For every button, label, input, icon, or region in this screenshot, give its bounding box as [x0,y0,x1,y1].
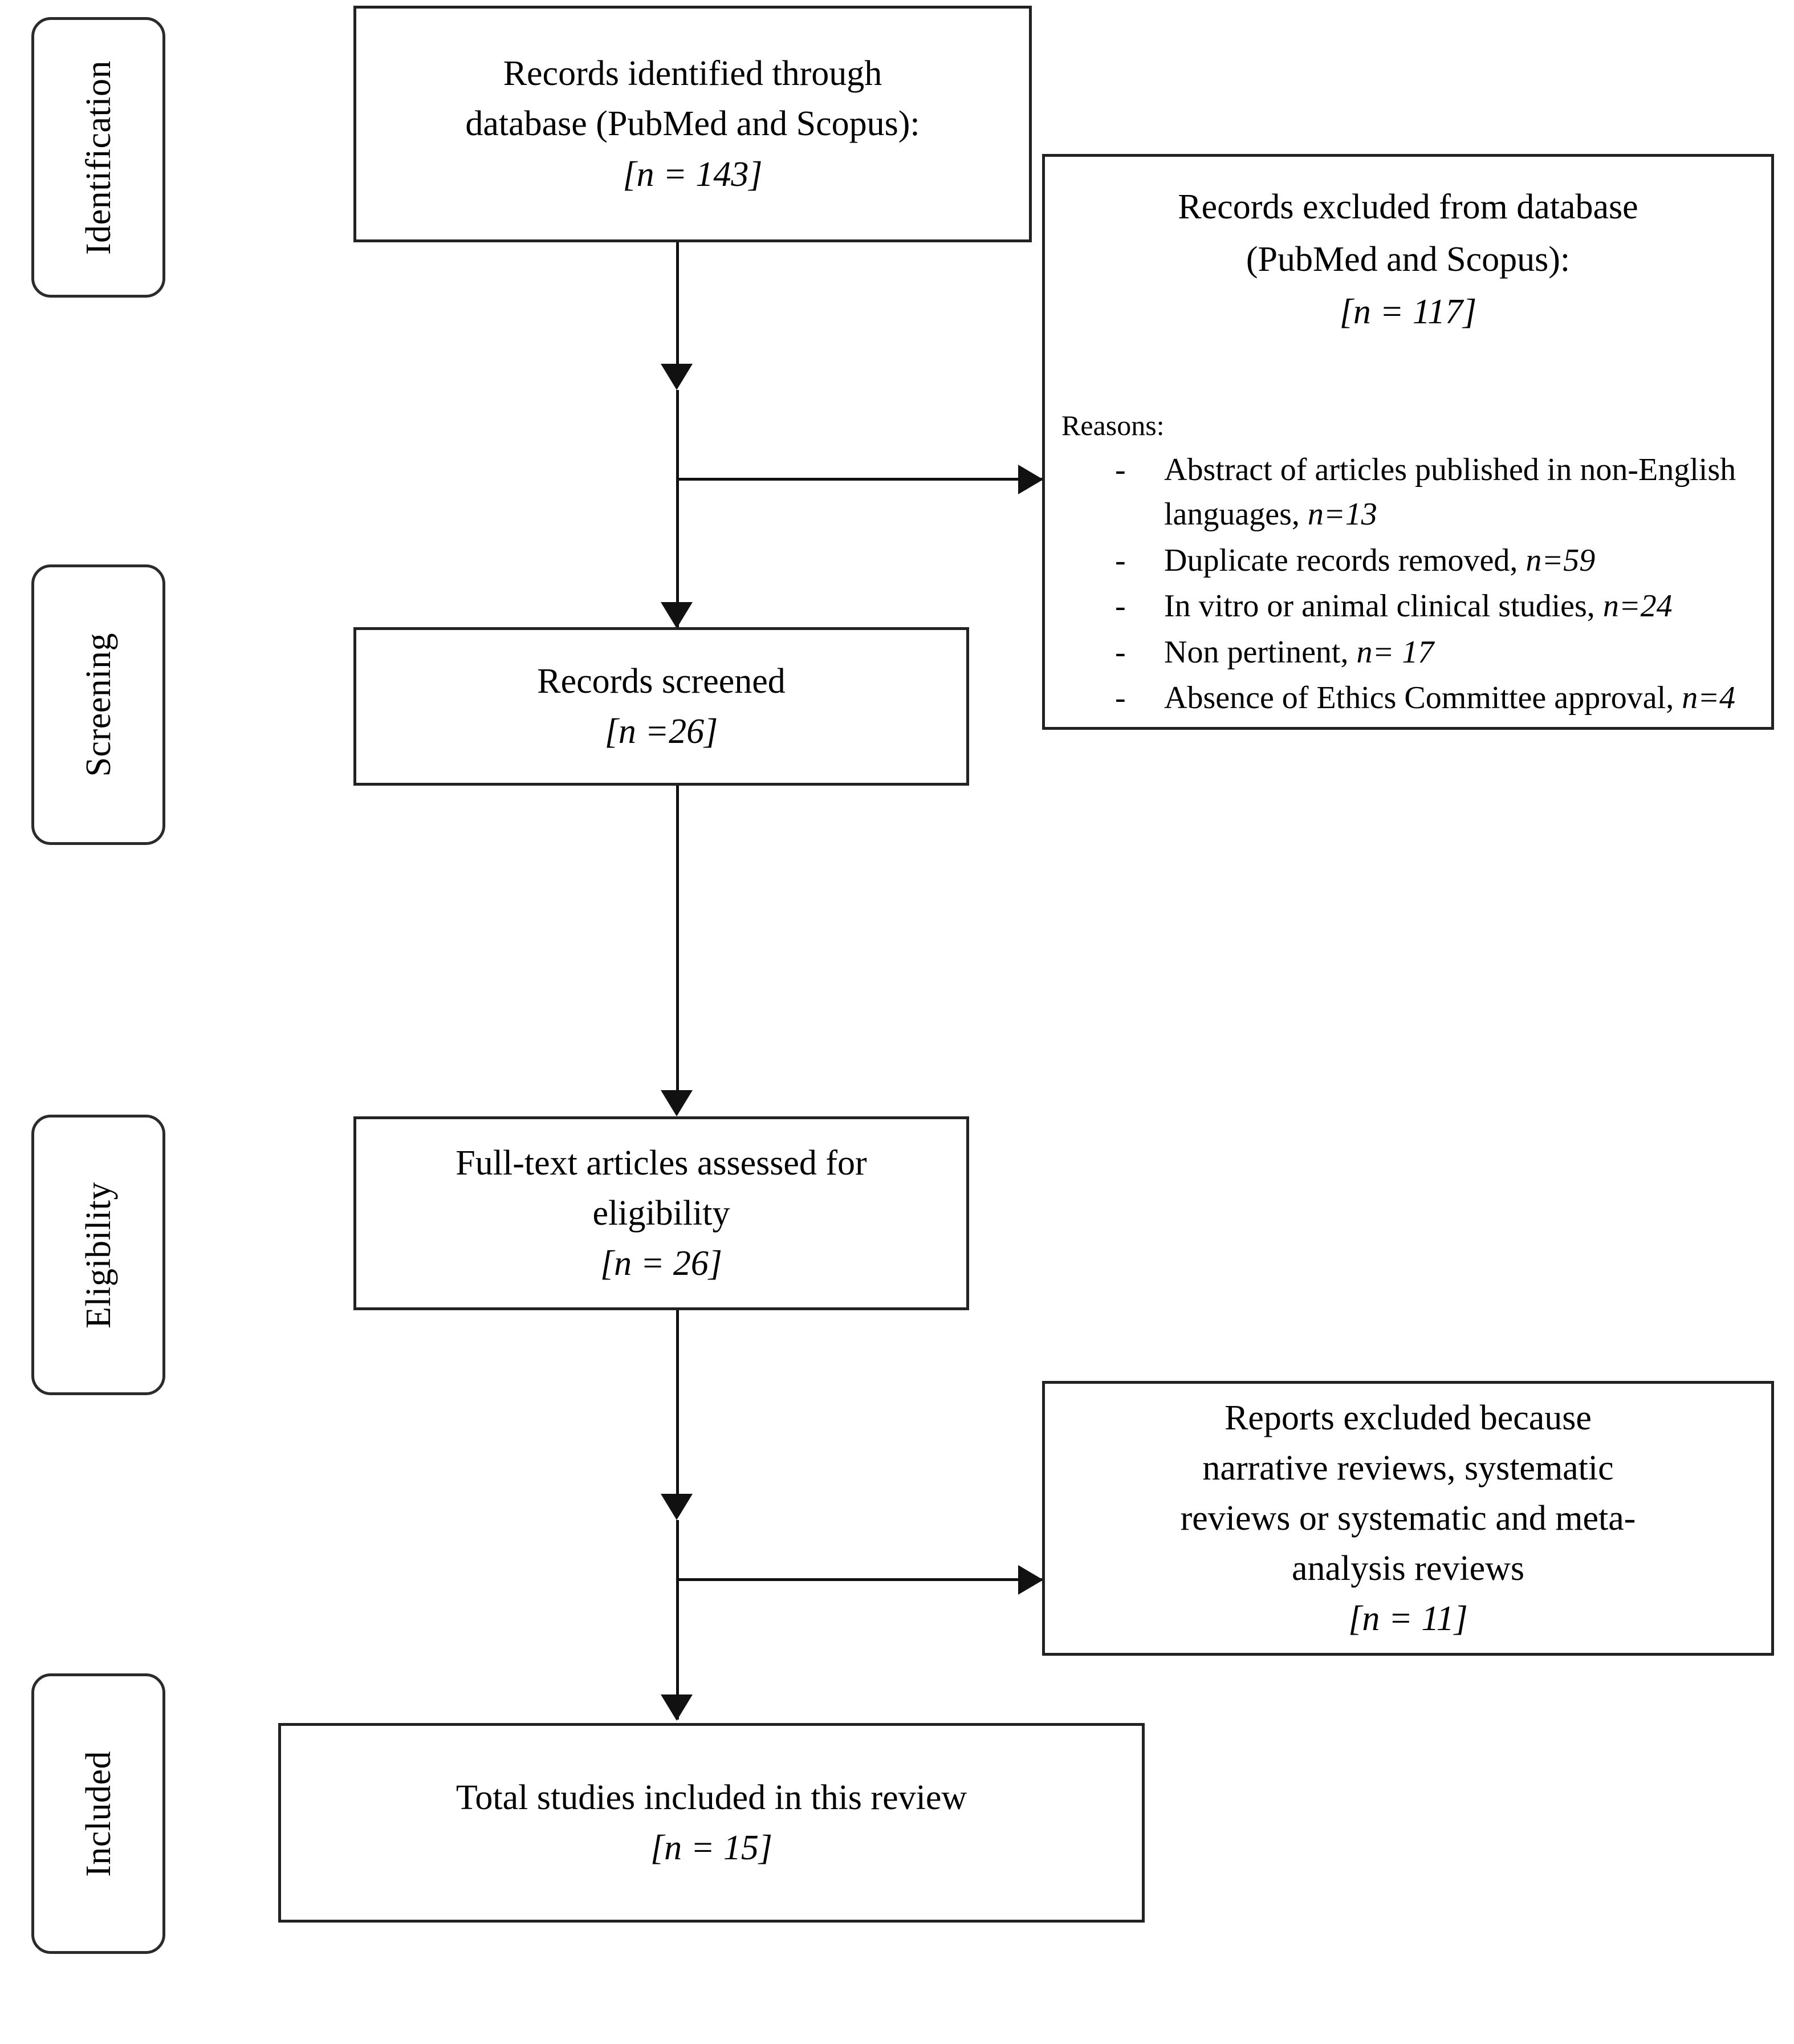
box-records-identified-line-1: Records identified through [503,54,882,94]
reason-item: - In vitro or animal clinical studies, n… [1115,584,1757,628]
connector-identified-to-screened-upper [676,242,679,373]
reason-item: - Absence of Ethics Committee approval, … [1115,676,1757,720]
reason-text: Non pertinent, [1164,634,1357,670]
arrowhead-into-reports-excluded [1018,1565,1043,1595]
box-records-excluded-database-count: [n = 117] [1339,292,1477,331]
arrowhead-into-excluded-database [1018,465,1043,494]
reason-count: n=24 [1602,588,1673,624]
box-reports-excluded: Reports excluded because narrative revie… [1042,1381,1774,1656]
box-records-excluded-database-line-1: Records excluded from database [1178,188,1638,226]
connector-to-excluded-database [677,478,1042,481]
box-total-included-line-1: Total studies included in this review [455,1778,967,1817]
connector-fulltext-to-included-lower [676,1520,679,1720]
box-fulltext-assessed-line-1: Full-text articles assessed for [455,1143,867,1182]
box-records-excluded-database-line-2: (PubMed and Scopus): [1246,239,1571,279]
reasons-title: Reasons: [1061,409,1165,441]
box-fulltext-assessed-line-2: eligibility [592,1193,730,1233]
reason-item: - Non pertinent, n= 17 [1115,630,1757,674]
stage-pill-identification: Identification [31,17,165,298]
box-records-screened-count: [n =26] [604,712,718,751]
reason-text: Duplicate records removed, [1164,542,1526,578]
box-records-identified-line-2: database (PubMed and Scopus): [465,104,920,144]
box-records-excluded-database-headwrap: Records excluded from database (PubMed a… [1042,154,1774,384]
connector-fulltext-to-included-upper [676,1310,679,1504]
bullet-dash-icon: - [1115,542,1126,578]
stage-pill-screening: Screening [31,564,165,845]
stage-pill-included: Included [31,1673,165,1954]
reason-text: Abstract of articles published in non-En… [1164,452,1736,533]
stage-label-eligibility: Eligibility [79,1181,118,1328]
connector-identified-to-screened-lower [676,390,679,627]
box-records-identified-count: [n = 143] [623,155,763,194]
bullet-dash-icon: - [1115,588,1126,624]
box-records-identified: Records identified through database (Pub… [353,6,1032,242]
box-reports-excluded-line-3: reviews or systematic and meta- [1180,1498,1636,1538]
reason-count: n=4 [1682,680,1735,716]
reason-item: - Duplicate records removed, n=59 [1115,538,1757,583]
reason-count: n=13 [1307,497,1377,533]
arrowhead-identified-mid [661,364,693,390]
box-records-excluded-database-head: Records excluded from database (PubMed a… [1042,154,1774,338]
box-reports-excluded-line-1: Reports excluded because [1225,1398,1592,1437]
box-total-included: Total studies included in this review [n… [278,1723,1145,1923]
connector-to-reports-excluded [677,1578,1042,1581]
reason-count: n=59 [1525,542,1596,578]
stage-label-screening: Screening [79,632,118,777]
arrowhead-into-screened [661,602,693,628]
bullet-dash-icon: - [1115,680,1126,716]
arrowhead-into-included [661,1694,693,1721]
box-records-excluded-database-frame [1042,154,1774,730]
reason-count: n= 17 [1356,634,1434,670]
bullet-dash-icon: - [1115,634,1126,670]
box-records-screened-line-1: Records screened [537,661,786,701]
connector-screened-to-fulltext [676,786,679,1091]
box-records-screened: Records screened [n =26] [353,627,969,786]
box-total-included-count: [n = 15] [650,1828,773,1867]
box-fulltext-assessed: Full-text articles assessed for eligibil… [353,1116,969,1310]
arrowhead-into-fulltext [661,1090,693,1116]
box-reports-excluded-line-2: narrative reviews, systematic [1202,1448,1614,1488]
arrowhead-fulltext-mid [661,1494,693,1520]
stage-pill-eligibility: Eligibility [31,1115,165,1395]
reasons-list: - Abstract of articles published in non-… [1042,448,1774,720]
stage-label-identification: Identification [79,60,118,255]
box-reports-excluded-line-4: analysis reviews [1291,1549,1525,1588]
box-fulltext-assessed-count: [n = 26] [600,1244,723,1283]
box-records-excluded-database-reasons: Reasons: - Abstract of articles publishe… [1042,384,1774,730]
reason-item: - Abstract of articles published in non-… [1115,448,1757,537]
bullet-dash-icon: - [1115,452,1126,487]
box-reports-excluded-count: [n = 11] [1348,1599,1468,1639]
reason-text: In vitro or animal clinical studies, [1164,588,1603,624]
reason-text: Absence of Ethics Committee approval, [1164,680,1682,716]
stage-label-included: Included [79,1750,118,1877]
